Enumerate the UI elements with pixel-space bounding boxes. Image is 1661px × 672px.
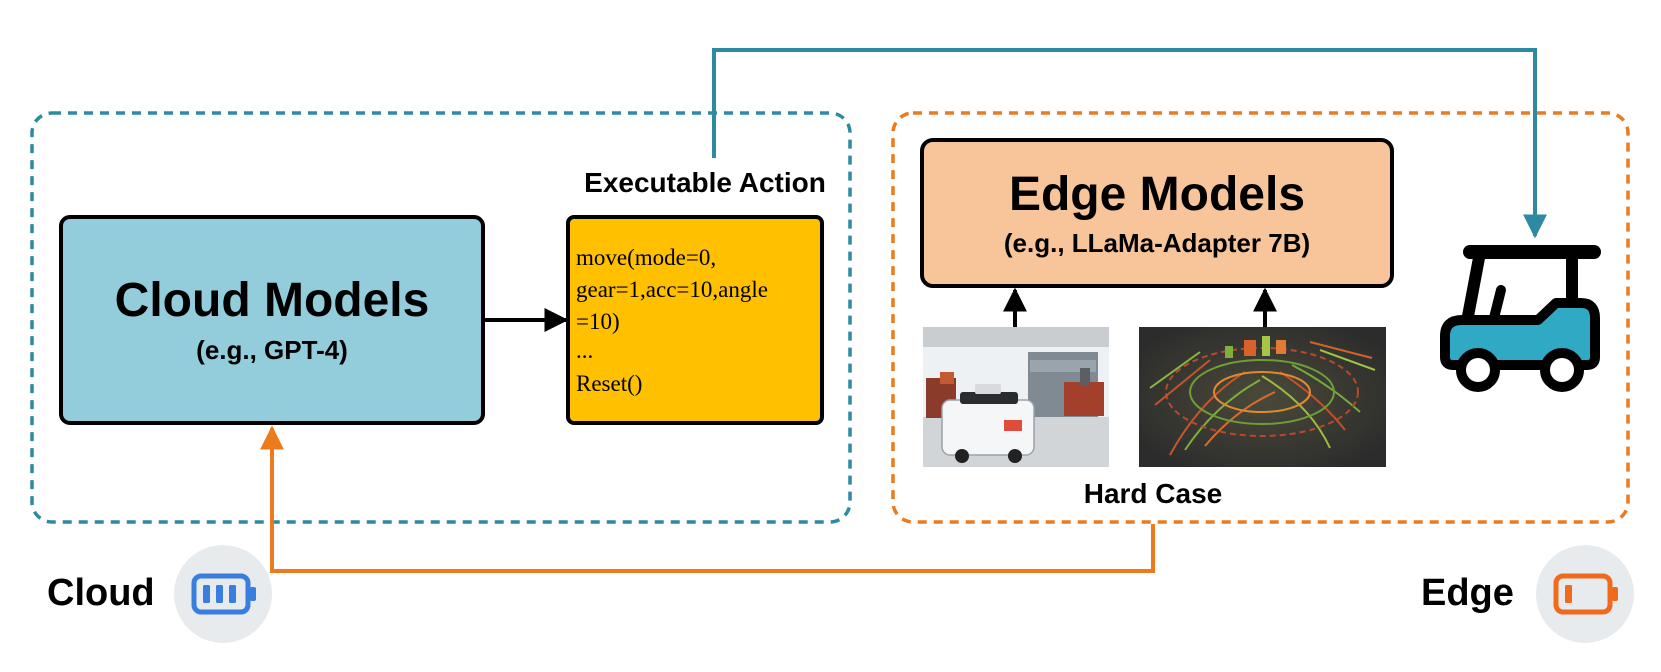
golf-cart-icon — [1440, 245, 1601, 392]
cloud-model-box: Cloud Models (e.g., GPT-4) — [59, 215, 485, 425]
code-line-5: Reset() — [576, 371, 642, 396]
lidar-image — [1139, 327, 1386, 467]
code-line-3: =10) — [576, 309, 620, 334]
edge-model-title: Edge Models — [1009, 168, 1305, 221]
executable-action-box: move(mode=0, gear=1,acc=10,angle =10) ..… — [566, 215, 824, 425]
edge-model-box: Edge Models (e.g., LLaMa-Adapter 7B) — [920, 138, 1394, 288]
battery-full-icon — [174, 545, 272, 643]
hard-case-label: Hard Case — [1084, 478, 1223, 509]
hard-case-to-cloud-arrow — [260, 425, 1155, 573]
code-line-4: ... — [576, 338, 593, 363]
executable-action-label: Executable Action — [584, 167, 826, 198]
cloud-model-title: Cloud Models — [115, 274, 430, 327]
code-line-1: move(mode=0, — [576, 245, 716, 270]
action-to-vehicle-arrow — [712, 48, 1547, 239]
cloud-model-subtitle: (e.g., GPT-4) — [196, 335, 348, 365]
edge-model-subtitle: (e.g., LLaMa-Adapter 7B) — [1004, 228, 1310, 258]
battery-low-icon — [1536, 545, 1634, 643]
cloud-group-label: Cloud — [47, 572, 155, 614]
cloud-group-frame — [30, 111, 852, 524]
edge-group-label: Edge — [1421, 572, 1514, 614]
code-line-2: gear=1,acc=10,angle — [576, 277, 768, 302]
camera-image — [923, 327, 1109, 467]
edge-group-frame — [891, 111, 1630, 524]
